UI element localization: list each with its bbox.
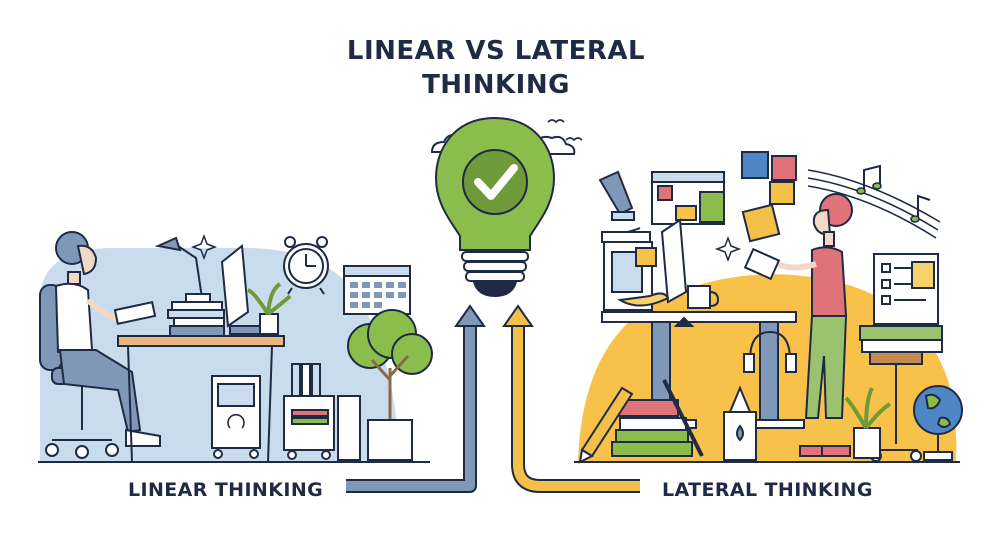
- diagram-title-line2: THINKING: [422, 70, 570, 100]
- pencil-icon: [578, 386, 634, 464]
- center-bulb: [430, 116, 583, 298]
- monitor-icon: [660, 218, 688, 304]
- checklist-icon: [873, 253, 939, 325]
- recycle-icon: [227, 413, 245, 429]
- coffee-mug-icon: [687, 285, 720, 309]
- book-stack-right: [859, 325, 943, 353]
- calendar-icon: [343, 265, 411, 315]
- sparkle-icon: [190, 233, 218, 261]
- monitor-icon: [220, 244, 261, 335]
- bird-icon: [547, 119, 583, 142]
- potted-plant-icon: [844, 387, 892, 459]
- potted-plant-icon: [247, 282, 292, 335]
- lightbulb-checkmark-icon: [434, 116, 556, 298]
- headphones-icon: [743, 330, 797, 373]
- clock-icon: [283, 236, 329, 295]
- paper-stack: [167, 301, 225, 337]
- binder-shelf: [283, 363, 335, 460]
- sparkle-icon: [714, 235, 742, 263]
- lateral-thinking-label: LATERAL THINKING: [662, 479, 873, 501]
- tree-icon: [337, 309, 433, 461]
- linear-thinking-label: LINEAR THINKING: [128, 479, 324, 501]
- calendar-icon: [651, 171, 725, 225]
- desk-lamp-icon: [154, 236, 211, 303]
- diagram-title-line1: LINEAR VS LATERAL: [346, 36, 646, 66]
- linear-woman: [54, 231, 161, 447]
- book-stack: [611, 399, 693, 457]
- printer-cabinet: [211, 375, 261, 459]
- globe-icon: [913, 385, 963, 461]
- linear-scene: [38, 231, 433, 463]
- lateral-arrow: [502, 304, 640, 493]
- glue-bottle-icon: [723, 385, 757, 461]
- microscope-icon: [598, 170, 651, 243]
- banana-icon: [616, 292, 670, 307]
- lateral-scene: [574, 151, 963, 464]
- music-note-icon: [807, 164, 941, 239]
- lateral-woman: [743, 193, 853, 457]
- puzzle-icon: [741, 151, 797, 243]
- linear-arrow: [346, 304, 486, 493]
- paintbrush-icon: [662, 379, 704, 457]
